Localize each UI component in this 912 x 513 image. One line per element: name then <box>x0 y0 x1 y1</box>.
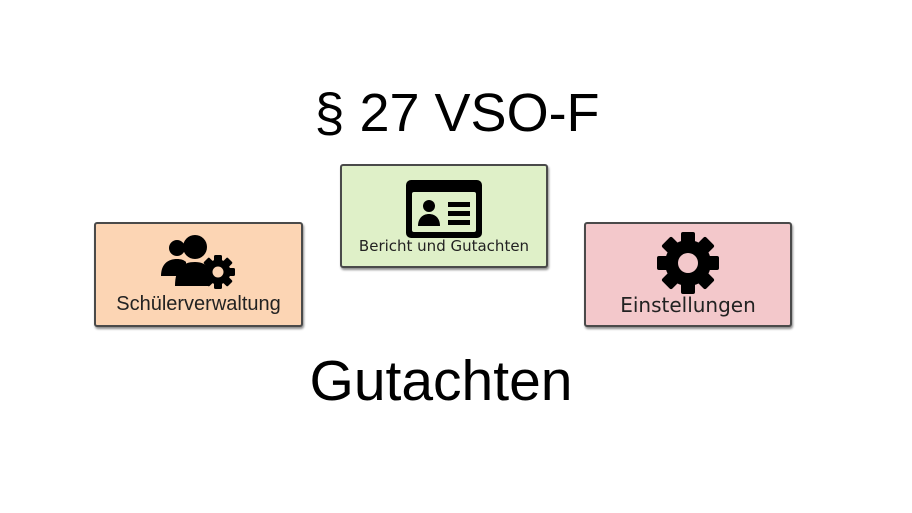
page-title: § 27 VSO-F <box>314 83 600 143</box>
students-tile-button[interactable]: Schülerverwaltung <box>94 222 303 327</box>
report-tile-label: Bericht und Gutachten <box>358 237 530 255</box>
gear-icon <box>657 232 719 294</box>
page-subtitle: Gutachten <box>309 349 573 413</box>
settings-tile-button[interactable]: Einstellungen <box>584 222 792 327</box>
report-tile-button[interactable]: Bericht und Gutachten <box>340 164 548 268</box>
students-tile-label: Schülerverwaltung <box>116 293 281 315</box>
users-gear-icon <box>160 235 235 289</box>
id-card-icon <box>406 180 482 238</box>
settings-tile-label: Einstellungen <box>620 293 756 317</box>
